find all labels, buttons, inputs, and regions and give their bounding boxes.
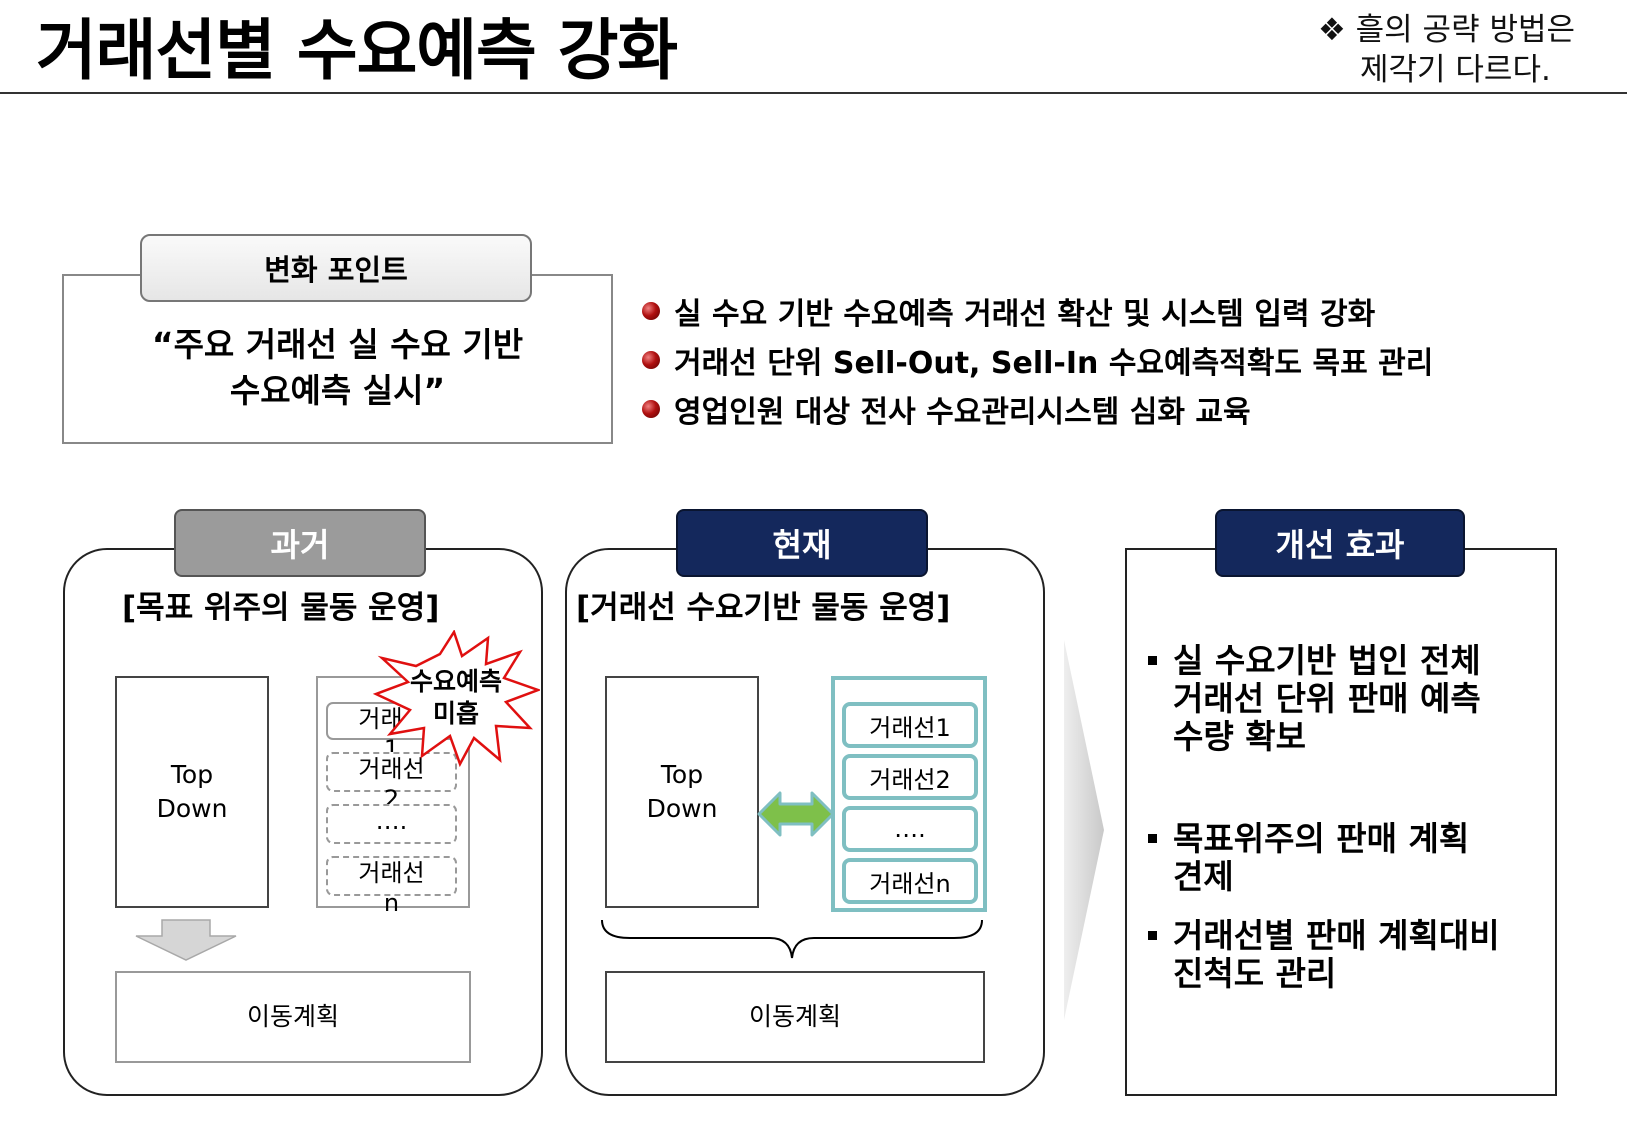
change-point-tab: 변화 포인트 [140,234,532,302]
quote-line-1: “주요 거래선 실 수요 기반 [151,325,524,364]
effect-item: 거래선별 판매 계획대비 진척도 관리 [1148,917,1523,993]
past-subtitle: [목표 위주의 물동 운영] [122,590,440,626]
page-title: 거래선별 수요예측 강화 [36,12,678,89]
square-bullet-icon [1148,656,1157,665]
down-arrow-icon [135,919,237,961]
red-bullet-icon [642,399,660,418]
burst-label: 수요예측 미흡 [409,667,502,728]
note-line-1: 흘의 공략 방법은 [1355,12,1576,48]
red-bullet-icon [642,350,660,369]
change-point-quote: “주요 거래선 실 수요 기반 수요예측 실시” [62,322,613,414]
past-account-item: …. [326,804,457,844]
effect-item: 목표위주의 판매 계획 견제 [1148,820,1483,896]
quote-line-2: 수요예측 실시” [229,371,446,410]
effect-panel [1125,548,1557,1096]
square-bullet-icon [1148,834,1157,843]
now-subtitle: [거래선 수요기반 물동 운영] [576,590,951,626]
brace-icon [601,919,983,959]
now-top-down-box: Top Down [605,676,759,908]
title-underline [0,92,1627,94]
now-move-plan-box: 이동계획 [605,971,985,1063]
red-starburst-icon [372,630,540,768]
now-tab: 현재 [676,509,928,577]
change-bullets: 실 수요 기반 수요예측 거래선 확산 및 시스템 입력 강화 거래선 단위 S… [642,286,1433,433]
past-account-item: 거래선 n [326,856,457,917]
now-account-item: 거래선1 [842,702,978,748]
now-account-item: 거래선n [842,858,978,904]
now-account-item: …. [842,806,978,852]
double-arrow-icon [757,791,835,837]
header-note: ❖ 흘의 공략 방법은 제각기 다르다. [1318,10,1575,90]
chevron-icon [1064,640,1104,1020]
bullet-item: 거래선 단위 Sell-Out, Sell-In 수요예측적확도 목표 관리 [642,335,1433,384]
past-top-down-box: Top Down [115,676,269,908]
effect-tab: 개선 효과 [1215,509,1465,577]
bullet-item: 실 수요 기반 수요예측 거래선 확산 및 시스템 입력 강화 [642,286,1433,335]
change-point-box [62,274,613,444]
now-account-item: 거래선2 [842,754,978,800]
note-diamond-icon: ❖ [1318,12,1346,48]
effect-item: 실 수요기반 법인 전체 거래선 단위 판매 예측 수량 확보 [1148,642,1513,756]
square-bullet-icon [1148,931,1157,940]
past-move-plan-box: 이동계획 [115,971,471,1063]
past-tab: 과거 [174,509,426,577]
bullet-item: 영업인원 대상 전사 수요관리시스템 심화 교육 [642,384,1433,433]
note-line-2: 제각기 다르다. [1360,52,1551,88]
red-bullet-icon [642,301,660,320]
